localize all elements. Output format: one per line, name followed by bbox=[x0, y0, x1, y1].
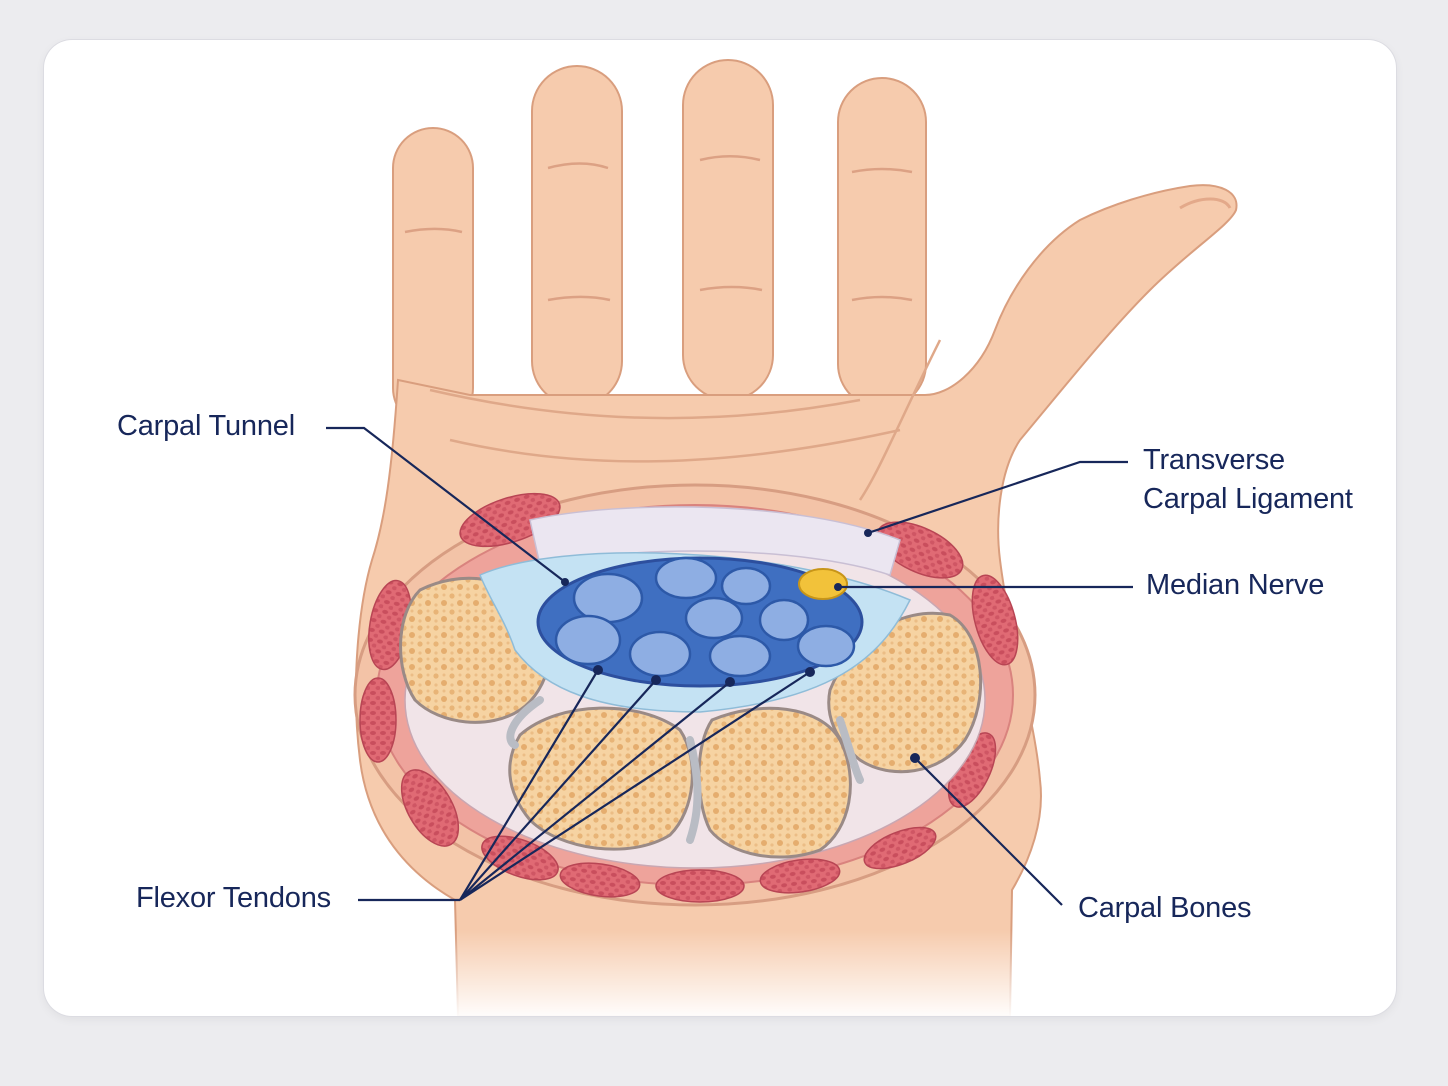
leader-carpal-bones bbox=[914, 757, 1063, 906]
leader-dots bbox=[561, 529, 920, 763]
tendon bbox=[628, 630, 692, 678]
leader-tendon-3 bbox=[459, 681, 731, 901]
tendon bbox=[796, 624, 856, 668]
tendon bbox=[554, 614, 622, 666]
label-flexor-tendons: Flexor Tendons bbox=[136, 882, 331, 914]
muscle-bundles bbox=[359, 492, 1019, 903]
leader-transverse-ligament bbox=[867, 460, 1128, 535]
label-transverse-line1: Transverse bbox=[1143, 444, 1285, 476]
leader-tendon-2 bbox=[459, 679, 657, 901]
median-nerve bbox=[798, 568, 848, 600]
tendon bbox=[572, 572, 644, 624]
tendon bbox=[720, 566, 772, 606]
wrist-cross-section bbox=[353, 483, 1037, 907]
palm-creases bbox=[429, 339, 942, 501]
leader-tendon-4 bbox=[459, 671, 811, 901]
leader-tendon-1 bbox=[459, 669, 599, 901]
label-transverse-line2: Carpal Ligament bbox=[1143, 483, 1353, 515]
tendon bbox=[758, 598, 810, 642]
tendon bbox=[684, 596, 744, 640]
joint-spaces bbox=[506, 696, 864, 844]
index-finger bbox=[837, 77, 927, 409]
leader-lines bbox=[326, 426, 1133, 906]
ring-finger bbox=[531, 65, 623, 407]
label-median-nerve: Median Nerve bbox=[1146, 569, 1325, 601]
wrist-fade bbox=[440, 930, 1040, 1016]
finger-creases bbox=[404, 155, 913, 302]
tendon bbox=[708, 634, 772, 678]
leader-carpal-tunnel bbox=[326, 426, 566, 583]
flexor-tendons bbox=[554, 556, 856, 678]
carpal-bones bbox=[399, 576, 983, 859]
carpal-bone-3 bbox=[697, 706, 852, 859]
figure-card bbox=[44, 40, 1396, 1016]
carpal-bone-2 bbox=[508, 706, 694, 851]
thumb-nail bbox=[1179, 197, 1232, 210]
hand-cross-section-illustration bbox=[326, 59, 1238, 1016]
label-carpal-bones: Carpal Bones bbox=[1078, 892, 1252, 924]
label-carpal-tunnel: Carpal Tunnel bbox=[117, 410, 295, 442]
middle-finger bbox=[682, 59, 774, 401]
tendon bbox=[654, 556, 718, 600]
